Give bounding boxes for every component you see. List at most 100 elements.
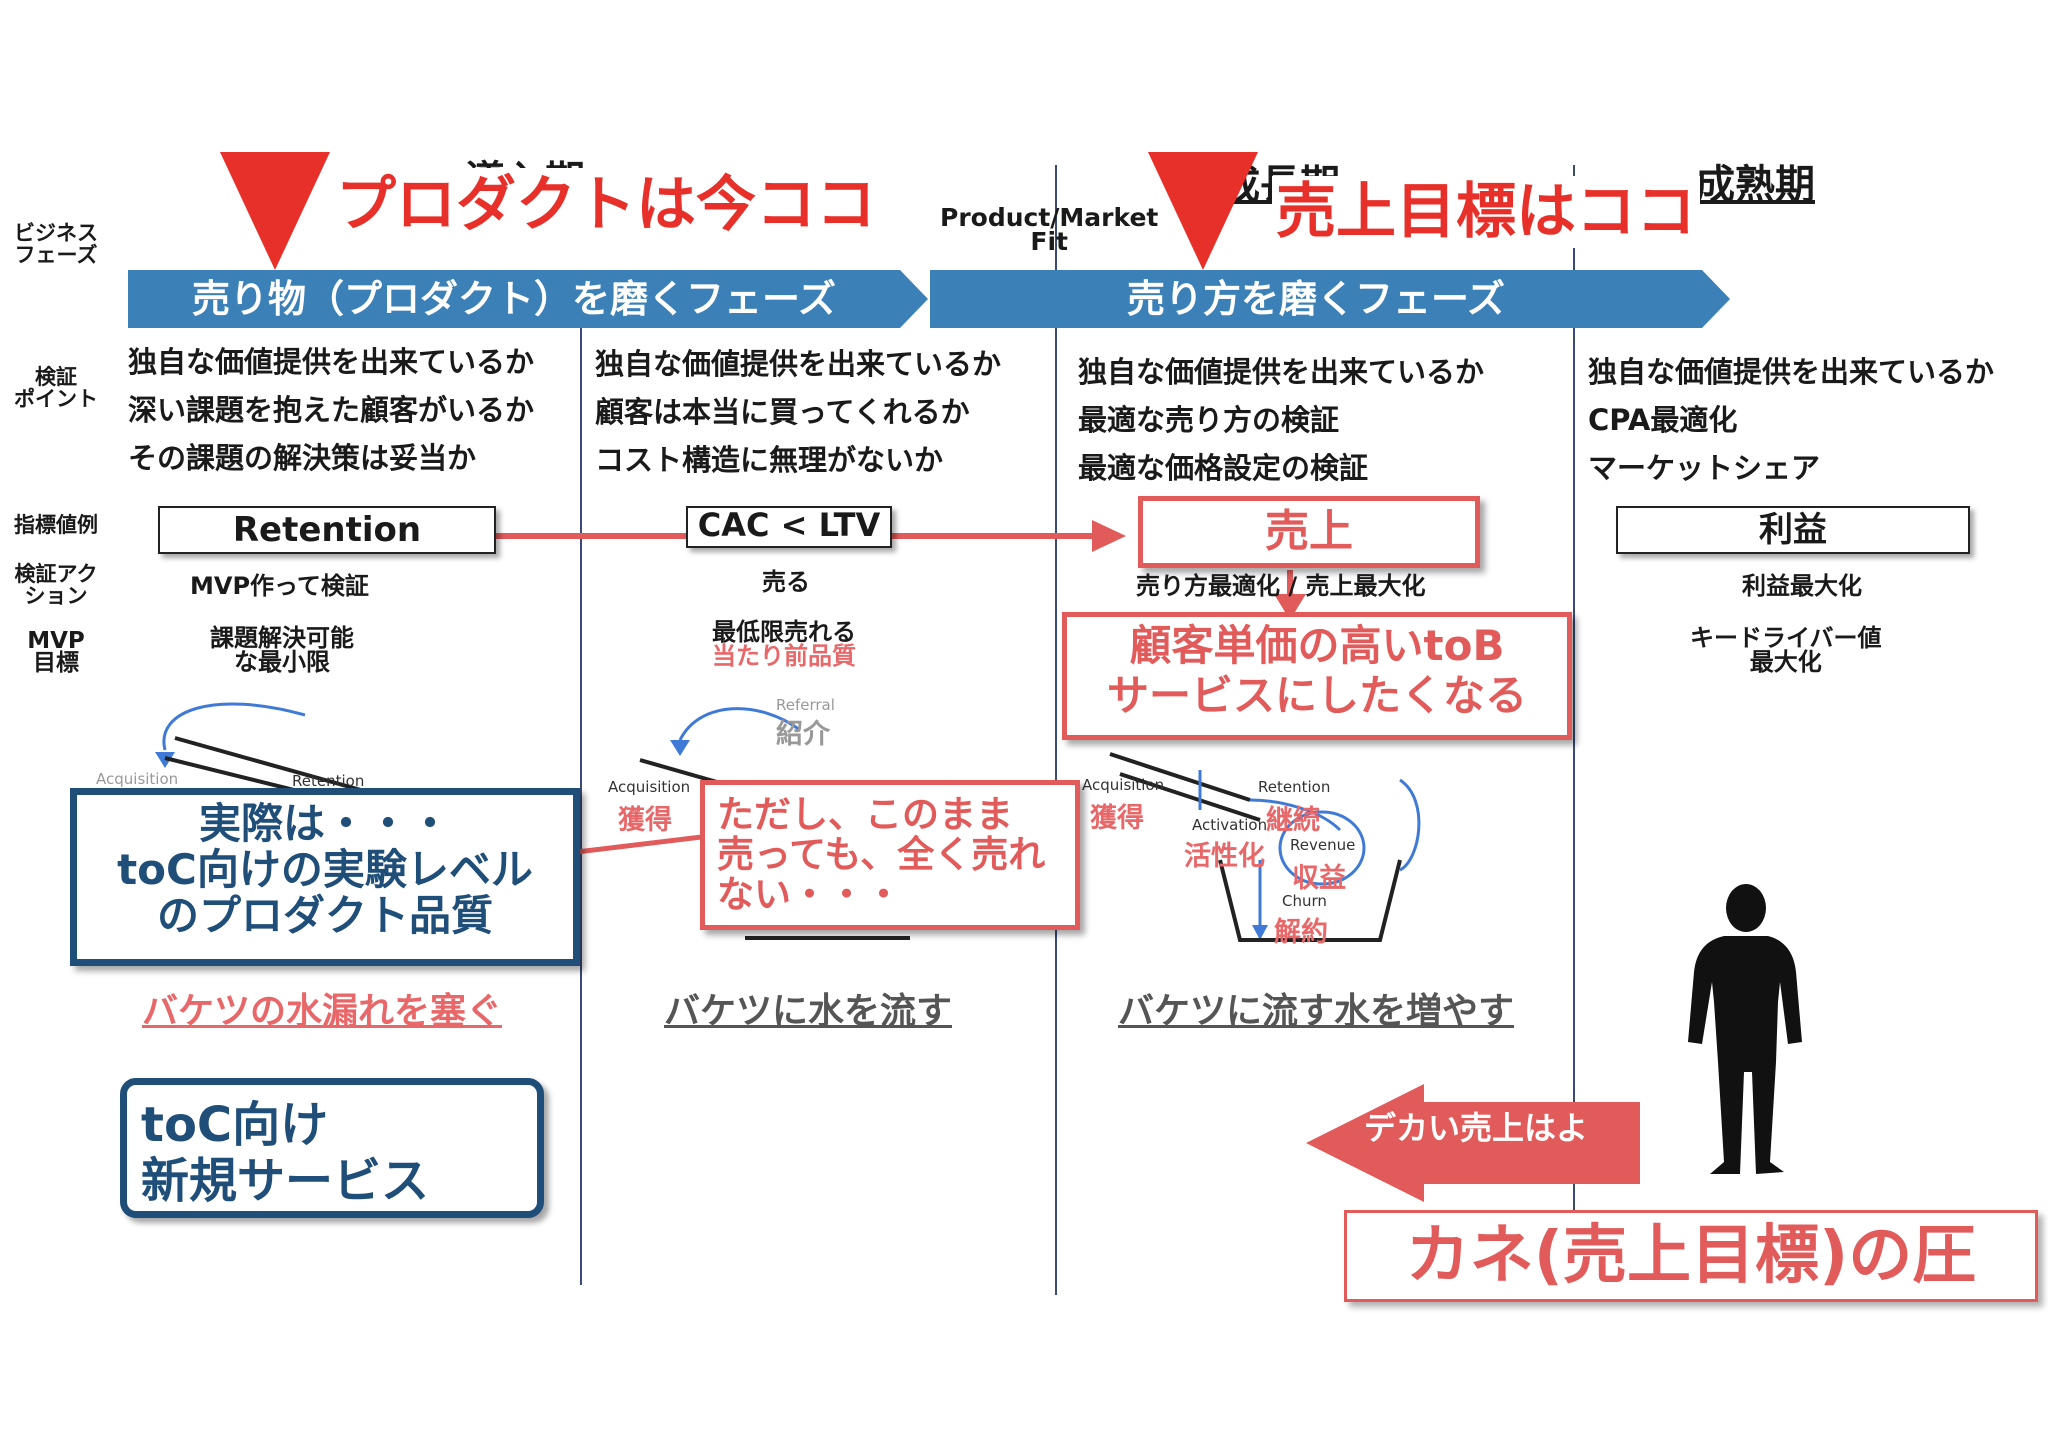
funnel-jp-activation-col3: 活性化 [1184,841,1265,872]
big-sales-arrow [1306,1084,1640,1202]
funnel-jp-acquisition-col3: 獲得 [1090,803,1144,834]
pmf-label: Product/Market Fit [940,203,1159,256]
funnel-jp-churn-col3: 解約 [1274,917,1328,948]
funnel-sketch-col3 [1109,752,1421,942]
row-label-metric-example: 指標値例 [14,513,98,537]
metric-box-retention: Retention [158,506,496,554]
verification-col2-line2: 顧客は本当に買ってくれるか [595,395,970,429]
verification-col1-line2: 深い課題を抱えた顧客がいるか [128,393,535,427]
verification-col2: 独自な価値提供を出来ているか 顧客は本当に買ってくれるか コスト構造に無理がない… [595,340,1001,484]
action-col4: 利益最大化 [1742,572,1862,600]
funnel-retention-col1: Retention [292,772,365,790]
action-col2: 売る [762,568,810,596]
bucket-col3: バケツに流す水を増やす [1118,991,1515,1032]
callout-sales-target: 売上目標はココ [1272,176,1700,248]
pmf-line-2: Fit [1030,227,1068,256]
row-label-mvp-goal-line2: 目標 [33,650,79,676]
funnel-revenue-col3: Revenue [1290,836,1356,854]
box-tob-line1: 顧客単価の高いtoB [1129,621,1505,670]
funnel-sketch-col2-bottom [745,936,910,940]
phase-mature: 成熟期 [1695,162,1815,208]
mvp-col2-line1: 最低限売れる [712,618,856,646]
row-label-verification-action-line1: 検証アク [14,562,98,586]
row-label-business-phase: ビジネス フェーズ [8,222,104,266]
mvp-col1: 課題解決可能 な最小限 [210,626,354,674]
banner-right-text: 売り方を磨くフェーズ [1126,277,1506,321]
mvp-col2: 最低限売れる 当たり前品質 [712,620,856,668]
box-warning-line1: ただし、このまま [717,793,1013,836]
funnel-referral-col2: Referral [776,696,835,714]
box-tob-line2: サービスにしたくなる [1106,671,1527,720]
box-toc-new-service: toC向け 新規サービス [120,1078,544,1218]
verification-col3-line3: 最適な価格設定の検証 [1078,451,1369,485]
box-actual-quality: 実際は・・・ toC向けの実験レベル のプロダクト品質 [70,788,580,966]
connector-actual-warning [560,833,710,857]
funnel-acquisition-col1: Acquisition [96,770,179,788]
funnel-jp-revenue-col3: 収益 [1292,863,1346,894]
box-toc-line1: toC向け [141,1097,329,1153]
banner-right-shape [930,270,1730,328]
box-toc-line2: 新規サービス [141,1153,430,1209]
arrow-sales-down [1274,570,1306,620]
action-col1: MVP作って検証 [190,572,369,600]
verification-col4-line1: 独自な価値提供を出来ているか [1588,355,1995,389]
box-money-pressure: カネ(売上目標)の圧 [1344,1210,2038,1302]
box-actual-line2: toC向けの実験レベル [117,845,533,894]
row-label-mvp-goal-line1: MVP [27,628,85,654]
column-divider-3 [1573,165,1575,1295]
verification-col1-line3: その課題の解決策は妥当か [128,441,477,475]
mvp-col1-line2: な最小限 [234,648,330,676]
row-label-verification-point: 検証 ポイント [8,366,104,410]
verification-col3: 独自な価値提供を出来ているか 最適な売り方の検証 最適な価格設定の検証 [1078,348,1484,492]
mvp-col1-line1: 課題解決可能 [210,624,354,652]
row-label-verification-action-line2: ション [24,584,88,608]
verification-col1: 独自な価値提供を出来ているか 深い課題を抱えた顧客がいるか その課題の解決策は妥… [128,338,534,482]
verification-col2-line3: コスト構造に無理がないか [595,443,944,477]
funnel-acquisition-col2: Acquisition [608,778,691,796]
bucket-col2: バケツに水を流す [664,991,953,1032]
column-divider-1 [580,320,582,1285]
triangle-marker-left [220,152,330,270]
big-sales-text: デカい売上はよ [1364,1109,1589,1147]
funnel-activation-col3: Activation [1192,816,1268,834]
mvp-col4: キードライバー値 最大化 [1690,626,1882,674]
verification-col2-line1: 独自な価値提供を出来ているか [595,347,1002,381]
person-silhouette-icon [1688,884,1802,1174]
banner-left-text: 売り物（プロダクト）を磨くフェーズ [191,277,837,321]
row-label-business-phase-line2: フェーズ [14,243,98,267]
verification-col4-line2: CPA最適化 [1588,403,1738,437]
row-label-verification-point-line2: ポイント [14,387,98,411]
banner-left-shape [128,270,928,328]
callout-product-now: プロダクトは今ココ [332,168,880,242]
mvp-col2-line2: 当たり前品質 [712,642,856,670]
funnel-retention-col3: Retention [1258,778,1331,796]
funnel-churn-col3: Churn [1282,892,1327,910]
pmf-line-1: Product/Market [940,203,1159,232]
triangle-marker-right [1148,152,1258,270]
mvp-col4-line1: キードライバー値 [1690,624,1882,652]
verification-col3-line1: 独自な価値提供を出来ているか [1078,355,1485,389]
metric-box-cac-ltv: CAC < LTV [686,506,892,548]
verification-col4: 独自な価値提供を出来ているか CPA最適化 マーケットシェア [1588,348,1994,492]
box-warning-line2: 売っても、全く売れ [717,833,1046,876]
box-actual-line1: 実際は・・・ [198,799,451,848]
box-actual-line3: のプロダクト品質 [156,891,493,940]
funnel-jp-acquisition-col2: 獲得 [618,805,672,836]
row-label-verification-point-line1: 検証 [35,365,77,389]
metric-box-sales: 売上 [1138,496,1480,568]
verification-col1-line1: 独自な価値提供を出来ているか [128,345,535,379]
mvp-col4-line2: 最大化 [1749,648,1822,676]
row-label-verification-action: 検証アク ション [8,563,104,607]
box-tob-service: 顧客単価の高いtoB サービスにしたくなる [1062,612,1572,740]
row-label-mvp-goal: MVP 目標 [8,628,104,676]
verification-col4-line3: マーケットシェア [1588,451,1821,485]
column-divider-2 [1055,165,1057,1295]
box-warning-line3: ない・・・ [717,873,902,916]
funnel-acquisition-col3: Acquisition [1082,776,1165,794]
bucket-col1: バケツの水漏れを塞ぐ [142,991,503,1032]
box-warning: ただし、このまま 売っても、全く売れ ない・・・ [700,780,1080,930]
funnel-jp-retention-col3: 継続 [1266,805,1320,836]
funnel-jp-referral-col2: 紹介 [776,719,830,750]
metric-box-profit: 利益 [1616,506,1970,554]
row-label-business-phase-line1: ビジネス [14,221,98,245]
